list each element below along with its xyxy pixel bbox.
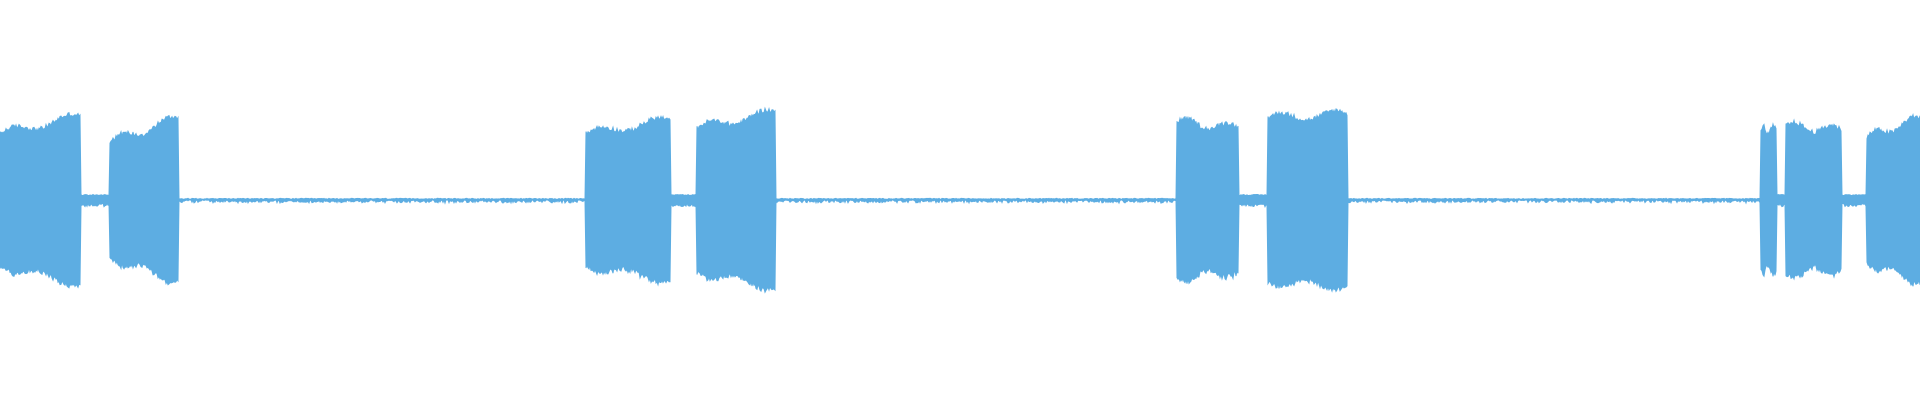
waveform-shape	[0, 106, 1920, 294]
